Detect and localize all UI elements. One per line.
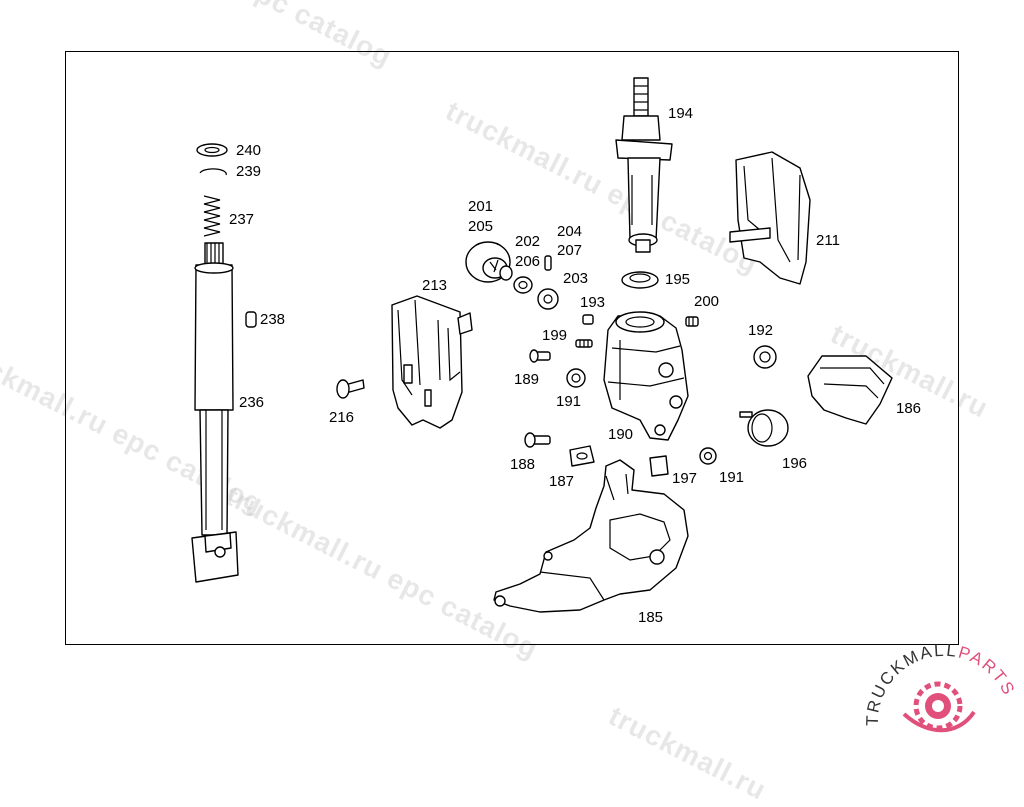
- part-194-upper-shaft: [615, 77, 673, 253]
- callout-190: 190: [608, 426, 634, 443]
- part-201-lock: [465, 241, 513, 283]
- callout-187: 187: [549, 473, 575, 490]
- part-191-sleeve: [566, 368, 586, 388]
- callout-194: 194: [668, 105, 694, 122]
- part-239-circlip: [199, 168, 227, 176]
- part-206-pin: [544, 255, 552, 271]
- callout-238: 238: [260, 311, 286, 328]
- callout-236: 236: [239, 394, 265, 411]
- callout-199: 199: [542, 327, 568, 344]
- callout-206: 206: [515, 253, 541, 270]
- part-200-screw: [685, 316, 699, 327]
- part-189-screw: [529, 349, 551, 363]
- callout-213: 213: [422, 277, 448, 294]
- callout-185: 185: [638, 609, 664, 626]
- part-236-steering-shaft: [191, 242, 239, 583]
- part-185-base-bracket: [493, 459, 689, 613]
- callout-202: 202: [515, 233, 541, 250]
- part-197-clip: [649, 455, 669, 477]
- callout-192: 192: [748, 322, 774, 339]
- callout-200: 200: [694, 293, 720, 310]
- callout-239: 239: [236, 163, 262, 180]
- part-199-screw: [575, 339, 593, 348]
- part-187-clip: [569, 445, 595, 467]
- part-213-cover: [391, 295, 473, 429]
- callout-205: 205: [468, 218, 494, 235]
- part-203-sleeve: [537, 288, 559, 310]
- part-190-column-housing: [603, 311, 689, 441]
- callout-197: 197: [672, 470, 698, 487]
- callout-237: 237: [229, 211, 255, 228]
- part-202-bushing: [513, 276, 533, 294]
- callout-191: 191: [556, 393, 582, 410]
- part-216-bolt: [336, 379, 365, 399]
- callout-193: 193: [580, 294, 606, 311]
- callout-240: 240: [236, 142, 262, 159]
- callout-188: 188: [510, 456, 536, 473]
- callout-211: 211: [816, 232, 840, 249]
- callout-204: 204: [557, 223, 583, 240]
- callout-203: 203: [563, 270, 589, 287]
- truckmall-parts-logo: TRUCKMALLPARTS: [863, 641, 1017, 733]
- callout-216: 216: [329, 409, 355, 426]
- part-192-sleeve: [753, 345, 777, 369]
- diagram-frame: [65, 51, 959, 645]
- callout-191: 191: [719, 469, 745, 486]
- callout-195: 195: [665, 271, 691, 288]
- callout-207: 207: [557, 242, 583, 259]
- part-196-rubber-mount: [739, 409, 789, 447]
- callout-186: 186: [896, 400, 922, 417]
- part-195-ring: [621, 271, 659, 289]
- part-211-bracket: [729, 151, 811, 285]
- part-237-spring: [203, 195, 221, 237]
- part-240-washer: [196, 143, 228, 157]
- callout-196: 196: [782, 455, 808, 472]
- part-188-bolt: [524, 432, 551, 448]
- part-191-sleeve: [699, 447, 717, 465]
- part-193-screw: [582, 314, 594, 325]
- callout-201: 201: [468, 198, 494, 215]
- parts-drawing: [191, 77, 893, 613]
- callout-189: 189: [514, 371, 540, 388]
- gear-icon: [902, 681, 976, 733]
- part-238-pin: [245, 311, 257, 328]
- part-186-cover: [807, 355, 893, 425]
